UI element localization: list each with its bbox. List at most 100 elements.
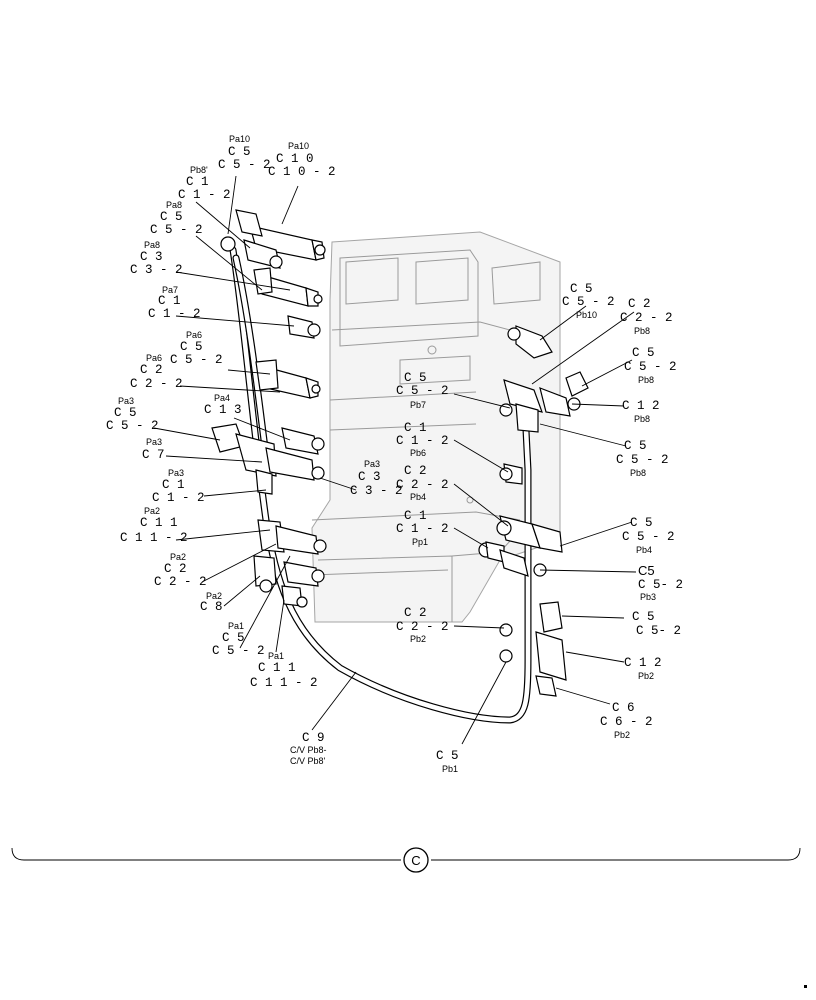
svg-text:C 1 1 - 2: C 1 1 - 2 [120, 531, 188, 545]
svg-text:C 5: C 5 [114, 406, 137, 420]
svg-text:C 5 - 2: C 5 - 2 [106, 419, 159, 433]
svg-text:Pb10: Pb10 [576, 310, 597, 320]
svg-text:C 5: C 5 [632, 346, 655, 360]
svg-text:C 1 - 2: C 1 - 2 [178, 188, 231, 202]
fitting-pb2-cluster [499, 601, 567, 697]
callout-pb8p-c1: Pb8' C 1 C 1 - 2 [178, 165, 231, 202]
fitting-pa7-c1 [287, 315, 321, 339]
fitting-pa2-c11 [257, 519, 327, 555]
callout-pb2-c6: C 6 C 6 - 2 Pb2 [600, 701, 653, 740]
callout-pb8-c5-a: C 5 C 5 - 2 Pb8 [624, 346, 677, 385]
svg-text:C 1 - 2: C 1 - 2 [396, 434, 449, 448]
svg-text:C 6 - 2: C 6 - 2 [600, 715, 653, 729]
callout-pa3-c5: Pa3 C 5 C 5 - 2 [106, 396, 159, 433]
svg-text:C 5- 2: C 5- 2 [638, 578, 683, 592]
callout-pb7-c5: C 5 C 5 - 2 Pb7 [396, 371, 449, 410]
svg-text:C 5 - 2: C 5 - 2 [624, 360, 677, 374]
svg-text:Pa3: Pa3 [168, 468, 184, 478]
svg-text:Pp1: Pp1 [412, 537, 428, 547]
svg-text:C 5: C 5 [180, 340, 203, 354]
fitting-pp1-c1 [478, 541, 547, 577]
svg-text:C 3 - 2: C 3 - 2 [350, 484, 403, 498]
svg-text:Pb4: Pb4 [410, 492, 426, 502]
callout-pp1-c1: C 1 C 1 - 2 Pp1 [396, 509, 449, 547]
svg-text:C 5 - 2: C 5 - 2 [622, 530, 675, 544]
svg-text:Pb1: Pb1 [442, 764, 458, 774]
svg-text:C 1 1: C 1 1 [258, 661, 296, 675]
callout-pb6-c1: C 1 C 1 - 2 Pb6 [396, 421, 449, 458]
svg-text:Pb8: Pb8 [634, 414, 650, 424]
svg-text:Pa1: Pa1 [268, 651, 284, 661]
svg-text:C 5- 2: C 5- 2 [636, 624, 681, 638]
svg-text:C 2 - 2: C 2 - 2 [396, 478, 449, 492]
svg-text:C 5: C 5 [404, 371, 427, 385]
svg-text:C 2: C 2 [628, 297, 651, 311]
fitting-pb8-cluster [499, 371, 589, 433]
callout-pb2-c2: C 2 C 2 - 2 Pb2 [396, 606, 449, 644]
fitting-pa6-c2 [255, 359, 321, 399]
svg-text:Pa2: Pa2 [170, 552, 186, 562]
svg-text:C 5: C 5 [228, 145, 251, 159]
svg-text:C 1 0 - 2: C 1 0 - 2 [268, 165, 336, 179]
fitting-pa10-c10 [235, 209, 326, 261]
svg-text:C 5 - 2: C 5 - 2 [562, 295, 615, 309]
svg-text:C5: C5 [638, 563, 655, 578]
svg-text:C 2 - 2: C 2 - 2 [620, 311, 673, 325]
svg-text:Pa8: Pa8 [166, 200, 182, 210]
svg-text:Pa6: Pa6 [146, 353, 162, 363]
svg-text:C 5: C 5 [160, 210, 183, 224]
callout-hose-c9: C 9 C/V Pb8- C/V Pb8' [290, 731, 327, 766]
callout-pa6-c2: Pa6 C 2 C 2 - 2 [130, 353, 183, 391]
svg-text:C/V Pb8-: C/V Pb8- [290, 745, 327, 755]
svg-text:Pb8: Pb8 [630, 468, 646, 478]
svg-text:C 1 2: C 1 2 [622, 399, 660, 413]
callout-pb8-c12: C 1 2 Pb8 [622, 399, 660, 424]
fitting-pa8-c3 [253, 267, 323, 307]
svg-text:C 5 - 2: C 5 - 2 [616, 453, 669, 467]
svg-text:Pa3: Pa3 [146, 437, 162, 447]
section-symbol: C [411, 853, 420, 868]
svg-text:C 5 - 2: C 5 - 2 [396, 384, 449, 398]
svg-text:C 2 - 2: C 2 - 2 [396, 620, 449, 634]
svg-text:Pa10: Pa10 [229, 134, 250, 144]
svg-text:C 1: C 1 [162, 478, 185, 492]
svg-text:Pb6: Pb6 [410, 448, 426, 458]
svg-text:Pa7: Pa7 [162, 285, 178, 295]
svg-text:C 3: C 3 [358, 470, 381, 484]
callout-pa3-c3: Pa3 C 3 C 3 - 2 [350, 459, 403, 498]
callout-pb10-c5: C 5 C 5 - 2 Pb10 [562, 282, 615, 320]
svg-text:C 5: C 5 [632, 610, 655, 624]
callout-pa10-c5: Pa10 C 5 C 5 - 2 [218, 134, 271, 172]
fitting-pb4-c2 [496, 515, 563, 553]
callout-pa2-c11: Pa2 C 1 1 C 1 1 - 2 [120, 506, 188, 545]
callout-pb3-c5: C5 C 5- 2 Pb3 [638, 563, 683, 602]
callout-pa2-c2: Pa2 C 2 C 2 - 2 [154, 552, 207, 589]
callout-pa1-c5: Pa1 C 5 C 5 - 2 [212, 621, 265, 658]
svg-text:C 1 1 - 2: C 1 1 - 2 [250, 676, 318, 690]
svg-text:Pa2: Pa2 [206, 591, 222, 601]
svg-text:C 5: C 5 [630, 516, 653, 530]
svg-text:Pa6: Pa6 [186, 330, 202, 340]
svg-text:C 1 0: C 1 0 [276, 152, 314, 166]
fitting-pb6-c1 [499, 463, 523, 485]
svg-text:C 2: C 2 [164, 562, 187, 576]
svg-text:Pa8: Pa8 [144, 240, 160, 250]
svg-text:C 5: C 5 [570, 282, 593, 296]
fitting-pb10-c5 [507, 325, 553, 359]
svg-text:Pb7: Pb7 [410, 400, 426, 410]
svg-text:C 5: C 5 [222, 631, 245, 645]
callout-pa4-c13: Pa4 C 1 3 [204, 393, 242, 417]
svg-text:C 1: C 1 [404, 509, 427, 523]
callout-pb8-c5-b: C 5 C 5 - 2 Pb8 [616, 439, 669, 478]
hose-c9 [229, 246, 532, 724]
svg-text:C 8: C 8 [200, 600, 223, 614]
svg-text:C 5 - 2: C 5 - 2 [170, 353, 223, 367]
callout-pa2-c8: Pa2 C 8 [200, 591, 223, 614]
page-mark [804, 985, 807, 988]
svg-text:C 5: C 5 [436, 749, 459, 763]
svg-text:Pa1: Pa1 [228, 621, 244, 631]
callout-pb4-c5: C 5 C 5 - 2 Pb4 [622, 516, 675, 555]
footer-bracket: C [11, 847, 801, 873]
svg-text:C 1 - 2: C 1 - 2 [148, 307, 201, 321]
